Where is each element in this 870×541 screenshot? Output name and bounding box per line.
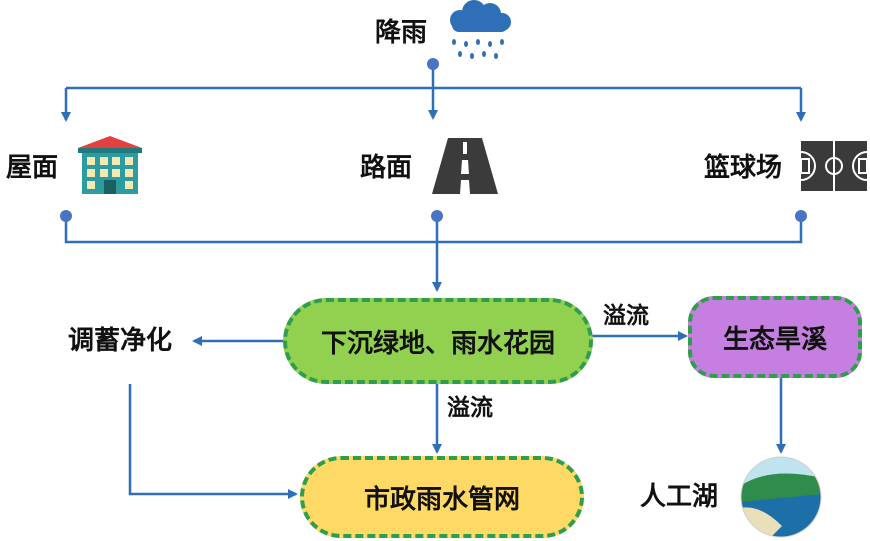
building-icon bbox=[78, 136, 142, 194]
purification-label: 调蓄净化 bbox=[68, 326, 173, 356]
roof-dot bbox=[60, 210, 72, 222]
from-roof-line bbox=[64, 217, 803, 244]
municipal-label: 市政雨水管网 bbox=[363, 484, 520, 515]
municipal-node: 市政雨水管网 bbox=[300, 456, 584, 538]
overflow-right-label: 溢流 bbox=[603, 303, 649, 329]
roof-label: 屋面 bbox=[6, 153, 59, 183]
basketball-court-label: 篮球场 bbox=[704, 153, 783, 183]
overflow-down-label: 溢流 bbox=[447, 395, 493, 421]
basketball-dot bbox=[795, 210, 807, 222]
eco-stream-label: 生态旱溪 bbox=[722, 324, 827, 355]
purification-to-municipal-arrow bbox=[128, 384, 298, 499]
lake-icon bbox=[740, 456, 822, 538]
road-icon bbox=[432, 138, 498, 194]
rain-cloud-icon bbox=[450, 0, 511, 59]
bioretention-label: 下沉绿地、雨水花园 bbox=[320, 328, 555, 359]
bioretention-node: 下沉绿地、雨水花园 bbox=[283, 298, 593, 384]
rain-label: 降雨 bbox=[375, 18, 428, 48]
road-dot bbox=[431, 210, 443, 222]
eco-stream-node: 生态旱溪 bbox=[688, 296, 862, 378]
rain-dot bbox=[427, 58, 439, 70]
road-label: 路面 bbox=[360, 153, 413, 183]
lake-label: 人工湖 bbox=[640, 482, 719, 512]
basketball-court-icon bbox=[800, 141, 868, 191]
